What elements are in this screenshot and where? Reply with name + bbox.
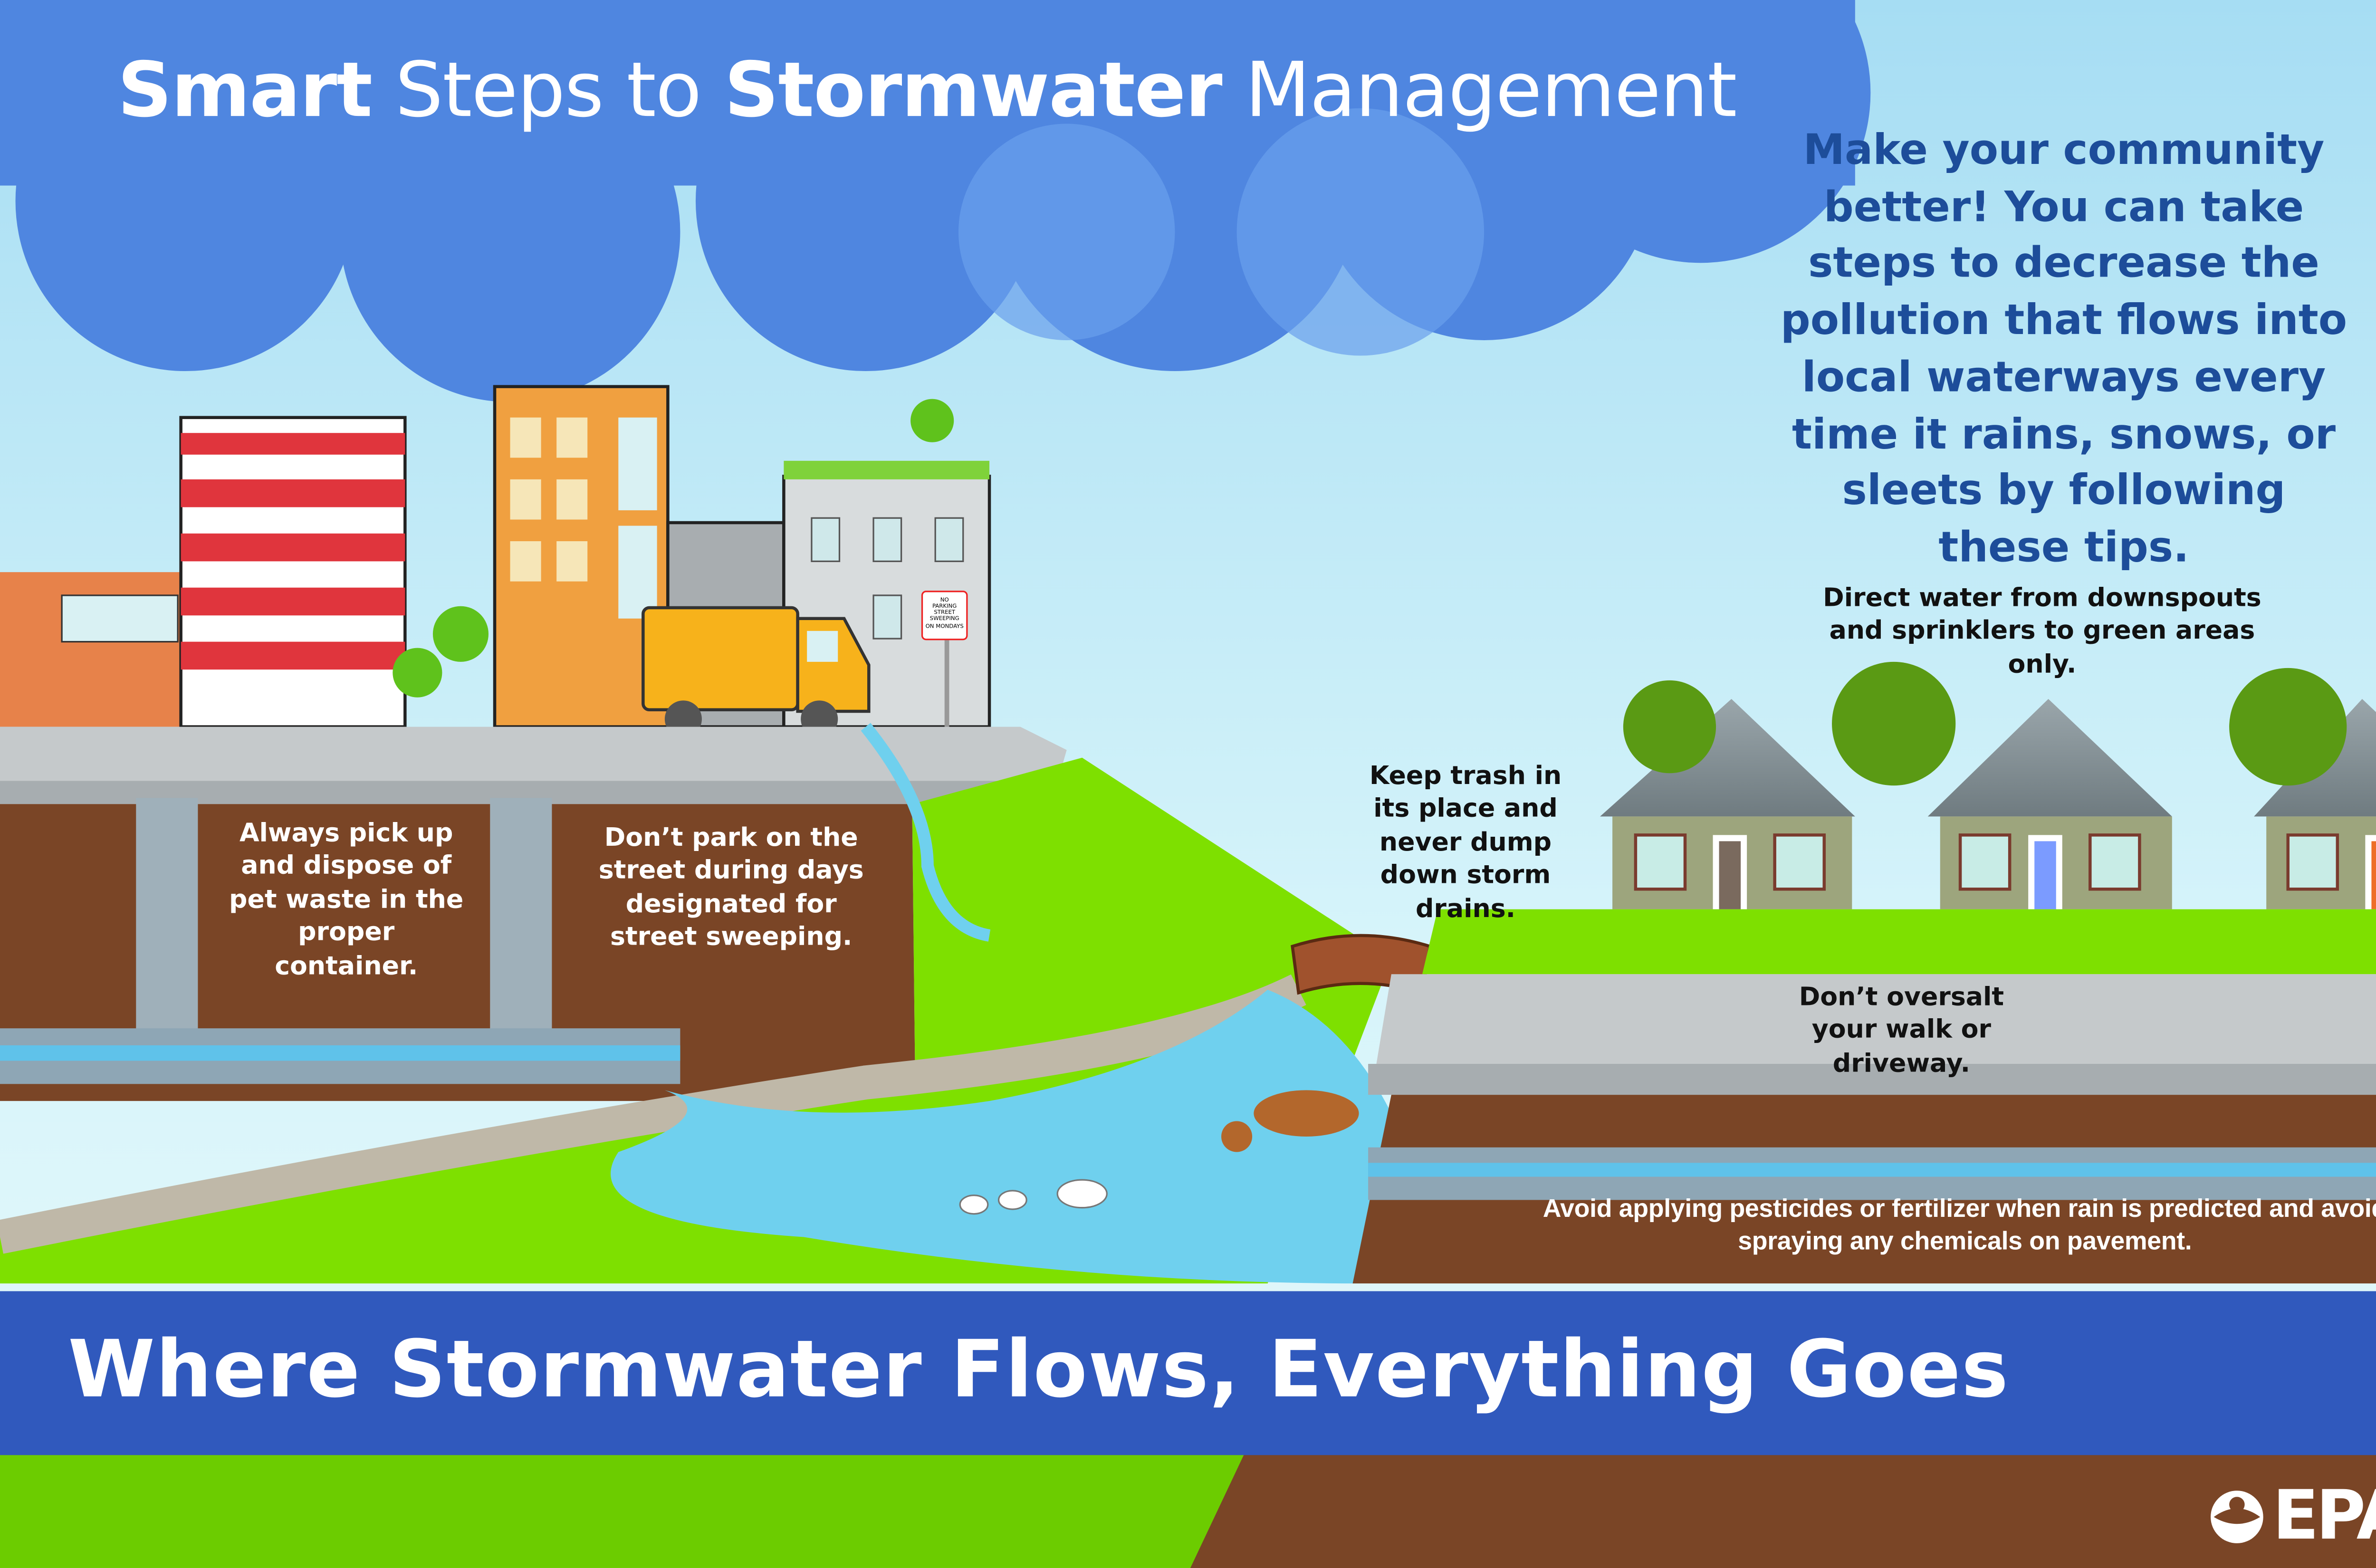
walking-path [0, 974, 1306, 1254]
sign-post [944, 640, 949, 733]
neighborhood-trees [1623, 661, 2347, 786]
sign-line: SWEEPING [929, 616, 959, 622]
epa-logo-text: EPA [2272, 1476, 2376, 1556]
runoff-stream [861, 723, 991, 942]
sidewalk [1376, 974, 2376, 1067]
tip-downspouts: Direct water from downspouts and sprinkl… [1823, 583, 2261, 679]
bottom-banner: Where Stormwater Flows, Everything Goes [0, 1291, 2376, 1455]
ducks [959, 1179, 1108, 1215]
bottom-soil [1190, 1453, 2376, 1568]
river [611, 989, 1391, 1284]
epa-logo: EPA [2208, 1477, 2376, 1556]
sign-line: PARKING [932, 603, 957, 610]
banner-text: Where Stormwater Flows, Everything Goes [68, 1325, 2009, 1417]
right-pipe-water [1368, 1163, 2376, 1177]
trees [393, 399, 954, 698]
sign-line: STREET [934, 610, 956, 616]
epa-flower-icon [2211, 1490, 2263, 1543]
title-regular-2: Management [1221, 46, 1737, 135]
house-blue-door [1927, 698, 2172, 909]
tip-trash: Keep trash in its place and never dump d… [1369, 761, 1562, 923]
title-bold-smart: Smart [117, 46, 373, 135]
no-parking-sign: NO PARKING STREET SWEEPING ON MONDAYS [921, 591, 968, 641]
tip-pesticides: Avoid applying pesticides or fertilizer … [1542, 1195, 2376, 1255]
sign-line: ON MONDAYS [925, 622, 964, 629]
lawns [1422, 909, 2376, 975]
tip-pet-waste: Always pick up and dispose of pet waste … [229, 818, 464, 980]
tip-oversalt: Don’t oversalt your walk or driveway. [1799, 982, 2004, 1078]
sign-line: NO [940, 597, 949, 603]
sidewalk-curb [1368, 1064, 2376, 1095]
houses [1600, 661, 2376, 909]
street-sweeper-truck [642, 606, 871, 738]
intro-text: Make your community better! You can take… [1780, 126, 2347, 573]
tip-street-sweeping: Don’t park on the street during days des… [598, 822, 864, 952]
underground-soil [0, 804, 915, 1102]
title-bold-stormwater: Stormwater [724, 46, 1222, 135]
house-brown-door [1600, 698, 1855, 909]
cloud-highlight [958, 108, 1485, 356]
deer [1221, 1090, 1359, 1152]
storm-drain-pipes [0, 798, 680, 1084]
title-regular-1: Steps to [372, 46, 725, 135]
page-title: Smart Steps to Stormwater Management [117, 46, 1737, 135]
